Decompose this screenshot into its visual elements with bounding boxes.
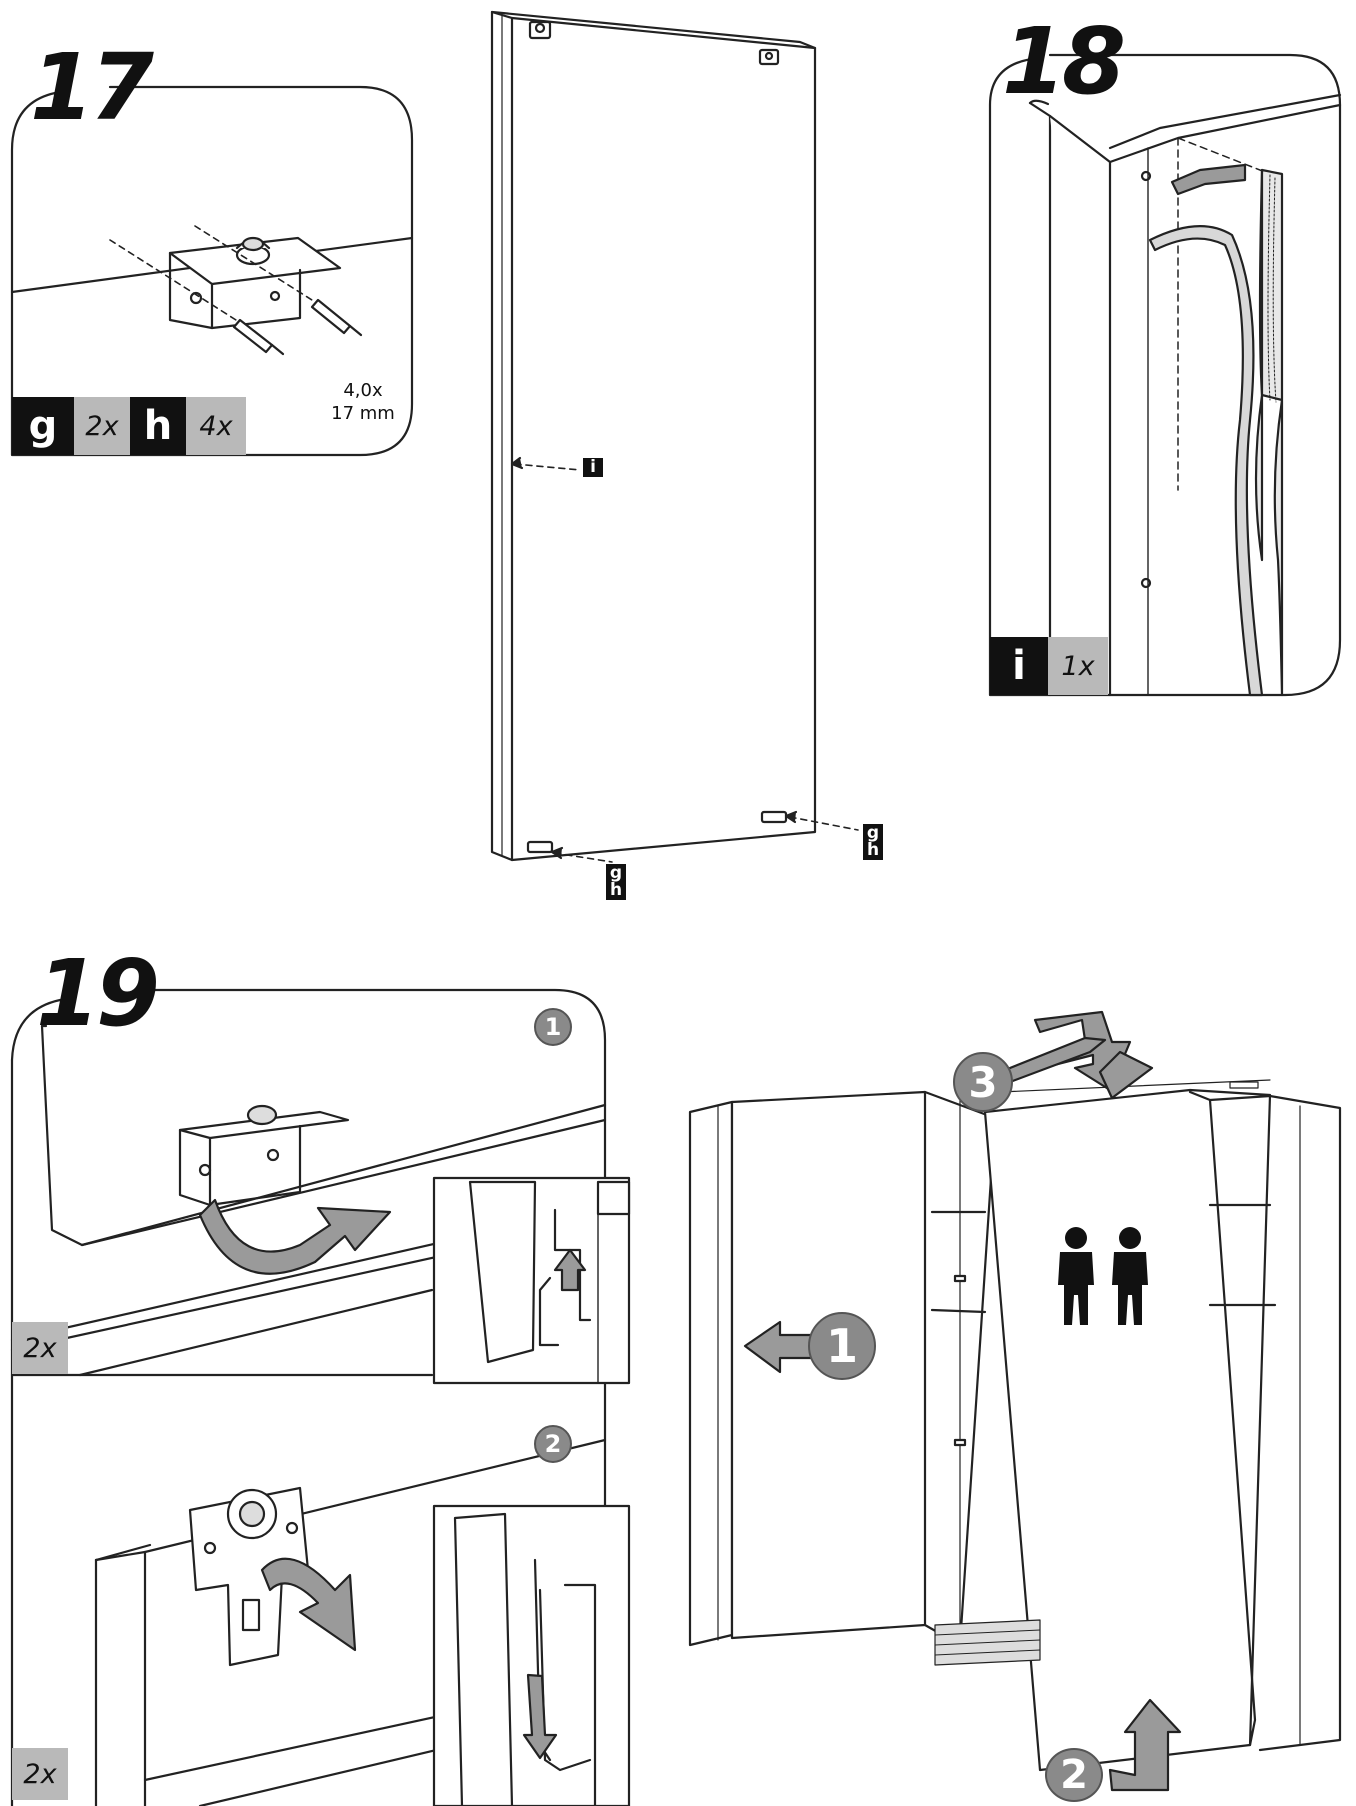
marker-h: h bbox=[609, 880, 623, 900]
arrow-badge-2: 2 bbox=[1045, 1748, 1103, 1802]
part-count-i: 1x bbox=[1048, 637, 1108, 695]
arrow-icon bbox=[553, 1248, 587, 1292]
door-marker-i: i bbox=[583, 458, 603, 477]
step17-frame bbox=[10, 85, 414, 457]
step18-frame bbox=[988, 53, 1342, 697]
step-number-19: 19 bbox=[36, 940, 160, 1047]
two-persons-icon bbox=[1058, 1227, 1148, 1325]
marker-g: g bbox=[866, 823, 880, 843]
arrow-badge-3: 3 bbox=[953, 1052, 1013, 1112]
screw-spec-size: 4,0x bbox=[343, 380, 383, 401]
screw-spec-length: 17 mm bbox=[331, 402, 395, 424]
marker-h: h bbox=[866, 840, 880, 860]
screw-icon bbox=[310, 298, 363, 337]
door-marker-gh-left: g h bbox=[606, 864, 626, 900]
step19-frame bbox=[146, 988, 607, 1806]
part-label-h: h bbox=[130, 397, 186, 455]
arrow-icon bbox=[1170, 163, 1247, 196]
substep-1-badge: 1 bbox=[534, 1008, 572, 1046]
screw-icon bbox=[232, 318, 285, 356]
quantity-2x-a: 2x bbox=[12, 1322, 68, 1374]
arrow-icon bbox=[522, 1673, 558, 1760]
quantity-2x-b: 2x bbox=[12, 1748, 68, 1800]
door-panel bbox=[490, 10, 817, 862]
marker-g: g bbox=[609, 863, 623, 883]
arrow-icon bbox=[198, 1198, 392, 1275]
arrow-badge-1: 1 bbox=[808, 1312, 876, 1380]
part-label-g: g bbox=[12, 397, 74, 455]
part-label-i: i bbox=[990, 637, 1048, 695]
part-count-g: 2x bbox=[74, 397, 130, 455]
screw-spec: 4,0x 17 mm bbox=[318, 380, 408, 425]
step-number-18: 18 bbox=[1002, 8, 1126, 115]
door-marker-gh-right: g h bbox=[863, 824, 883, 860]
part-count-h: 4x bbox=[186, 397, 246, 455]
step-number-17: 17 bbox=[30, 34, 154, 141]
arrow-icon bbox=[1098, 1050, 1154, 1100]
arrow-icon bbox=[260, 1557, 357, 1652]
substep-2-badge: 2 bbox=[534, 1425, 572, 1463]
arrow-icon bbox=[1108, 1698, 1182, 1792]
wardrobe bbox=[688, 1079, 1342, 1772]
